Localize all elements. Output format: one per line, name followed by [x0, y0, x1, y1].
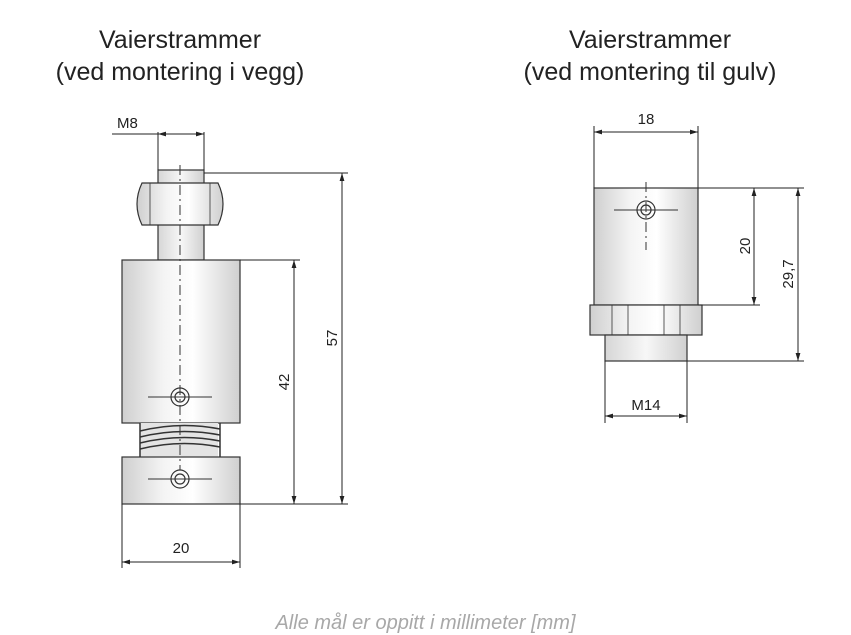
left-title-line2: (ved montering i vegg)	[55, 58, 305, 86]
dim-label-29-7: 29,7	[780, 259, 797, 288]
hex-nut	[136, 182, 224, 226]
left-diagram-title: Vaierstrammer (ved montering i vegg)	[10, 24, 350, 88]
dim-label-42: 42	[276, 374, 293, 391]
hex-collar	[589, 304, 703, 336]
m14-thread-stub	[604, 334, 688, 362]
dim-label-20: 20	[173, 540, 190, 557]
right-dimension-lines	[593, 126, 804, 423]
bottom-block	[121, 456, 241, 505]
units-note: Alle mål er oppitt i millimeter [mm]	[275, 612, 576, 634]
left-dimension-lines	[112, 131, 348, 568]
left-tensioner-drawing	[121, 165, 241, 505]
right-tensioner-drawing	[589, 182, 703, 362]
right-title-line2: (ved montering til gulv)	[523, 58, 777, 86]
dim-label-m14: M14	[631, 397, 660, 414]
dim-label-18: 18	[638, 111, 655, 128]
right-title-line1: Vaierstrammer	[568, 26, 732, 54]
right-diagram-title: Vaierstrammer (ved montering til gulv)	[475, 24, 825, 88]
dim-label-m8: M8	[117, 115, 138, 132]
cylinder-body	[121, 259, 241, 424]
left-title-line1: Vaierstrammer	[98, 26, 262, 54]
dim-label-20-right: 20	[737, 238, 754, 255]
dim-label-57: 57	[324, 330, 341, 347]
